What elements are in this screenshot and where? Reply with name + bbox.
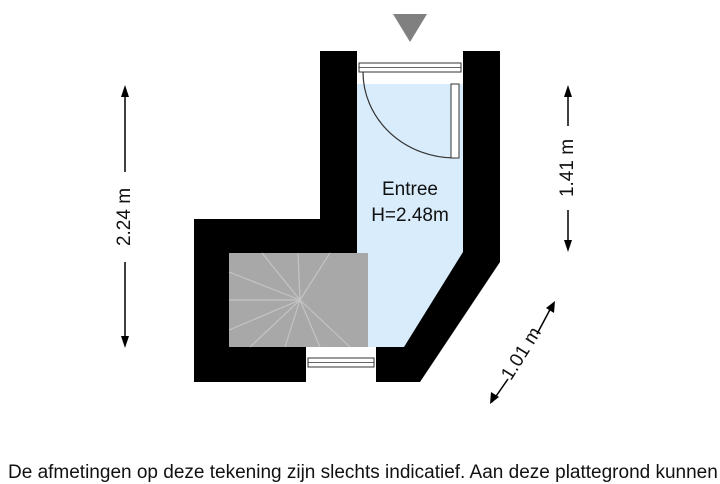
bottom-window [306, 347, 376, 382]
diagonal-dimension-label: 1.01 m [497, 324, 546, 384]
room-height: H=2.48m [371, 205, 449, 226]
arrow-down-left-icon [490, 392, 499, 404]
door-swing [362, 71, 460, 159]
arrow-up-icon [121, 85, 129, 97]
arrow-up-icon [564, 85, 572, 97]
arrow-down-icon [564, 240, 572, 252]
entrance-arrow-icon [393, 14, 427, 42]
entree-floor [357, 84, 463, 347]
footer-disclaimer: De afmetingen op deze tekening zijn slec… [8, 462, 718, 483]
arrow-down-icon [121, 336, 129, 348]
diagonal-dimension-line [490, 301, 555, 404]
front-door-frame [357, 51, 463, 84]
left-dimension-line [121, 85, 129, 348]
right-dimension-label: 1.41 m [557, 139, 578, 197]
staircase [228, 252, 368, 348]
right-dimension-line [564, 85, 572, 252]
room-name: Entree [382, 179, 438, 200]
arrow-up-right-icon [546, 301, 555, 313]
left-dimension-label: 2.24 m [114, 188, 135, 246]
